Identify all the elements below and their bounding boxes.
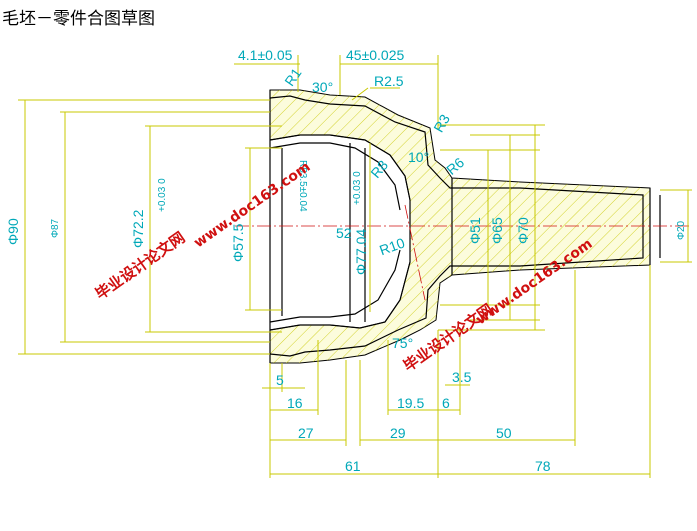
dim-52: 52 xyxy=(336,225,352,241)
dim-tol72: +0.03 0 xyxy=(157,178,168,212)
dim-27: 27 xyxy=(298,425,314,441)
dim-61: 61 xyxy=(345,458,361,474)
dim-phi57-5: Φ57.5 xyxy=(230,223,246,262)
dim-r8: R8 xyxy=(367,157,391,181)
dim-phi77: Φ77.04 xyxy=(353,229,369,275)
finished-contour xyxy=(269,95,644,357)
dim-phi87: Φ87 xyxy=(50,218,61,238)
dim-phi70: Φ70 xyxy=(515,217,531,244)
dim-29: 29 xyxy=(390,425,406,441)
dimension-lines xyxy=(18,55,692,478)
dim-45: 45±0.025 xyxy=(346,47,405,63)
dim-r2-5: R2.5 xyxy=(374,73,404,89)
dim-3-5: 3.5 xyxy=(452,369,472,385)
dim-10deg: 10° xyxy=(408,149,429,165)
dim-r10: R10 xyxy=(377,234,407,258)
part-section xyxy=(235,89,690,364)
dim-75deg: 75° xyxy=(392,335,413,351)
dim-30deg: 30° xyxy=(312,79,333,95)
dim-78: 78 xyxy=(535,458,551,474)
dim-6: 6 xyxy=(442,395,450,411)
dim-phi51: Φ51 xyxy=(467,217,483,244)
dim-tol77: +0.03 0 xyxy=(352,171,363,205)
dim-4-1: 4.1±0.05 xyxy=(238,47,293,63)
watermark-site-a: www.doc163.com xyxy=(191,159,313,251)
dim-phi72-2: Φ72.2 xyxy=(130,209,146,248)
dim-19-5: 19.5 xyxy=(397,395,424,411)
dim-phi20: Φ20 xyxy=(676,220,687,240)
dim-5: 5 xyxy=(276,372,284,388)
dim-phi65: Φ65 xyxy=(489,217,505,244)
dim-r53-5: R53.5±0.04 xyxy=(297,160,308,212)
dim-16: 16 xyxy=(287,395,303,411)
dim-r1: R1 xyxy=(281,65,304,89)
diagram-title: 毛坯－零件合图草图 xyxy=(2,9,155,29)
dim-r3: R3 xyxy=(430,111,453,135)
dim-50: 50 xyxy=(496,425,512,441)
dim-phi90: Φ90 xyxy=(5,218,21,245)
